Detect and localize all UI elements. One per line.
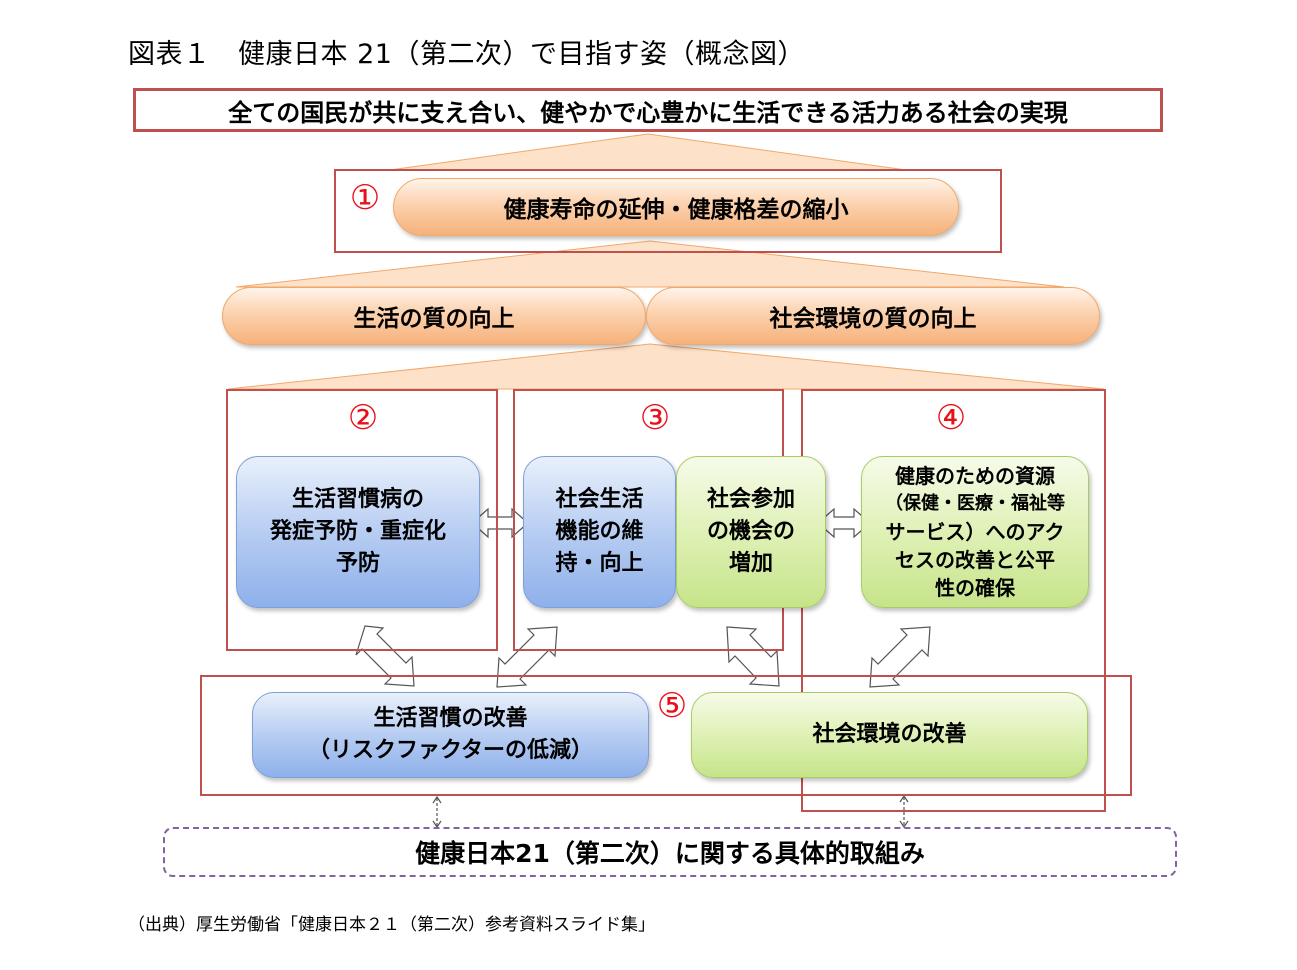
vision-box: 全ての国民が共に支え合い、健やかで心豊かに生活できる活力ある社会の実現 <box>133 88 1163 132</box>
level1-number: ① <box>349 178 381 218</box>
box-line: 健康のための資源 <box>895 464 1055 488</box>
box-line: セスの改善と公平 <box>895 548 1055 572</box>
box-line: 機能の維 <box>555 519 644 544</box>
section5-number: ⑤ <box>656 686 688 726</box>
social-environment-pill: 社会環境の質の向上 <box>646 287 1100 345</box>
box-line: 社会生活 <box>555 487 644 512</box>
figure-title: 図表１ 健康日本 21（第二次）で目指す姿（概念図） <box>128 39 805 70</box>
trapezoid-connector-low <box>227 343 1105 390</box>
social-environment-improvement-box: 社会環境の改善 <box>691 692 1088 778</box>
box-line: 持・向上 <box>555 551 644 576</box>
box-line: 生活習慣の改善 <box>373 706 528 731</box>
section2-frame <box>226 389 498 651</box>
diag-arrow-a <box>355 625 415 687</box>
box-line: 増加 <box>728 551 773 576</box>
level1-frame <box>334 169 1002 253</box>
box-line: （保健・医療・福祉等 <box>885 493 1065 514</box>
diag-arrow-b <box>496 626 558 688</box>
social-participation-box: 社会参加 の機会の 増加 <box>676 456 826 608</box>
diag-arrow-c <box>726 626 780 687</box>
source-note: （出典）厚生労働省「健康日本２１（第二次）参考資料スライド集」 <box>128 915 655 935</box>
box-line: （リスクファクターの低減） <box>307 738 594 763</box>
box-line: の機会の <box>706 519 795 544</box>
box-line: 発症予防・重症化 <box>269 519 446 544</box>
lifestyle-improvement-box: 生活習慣の改善 （リスクファクターの低減） <box>252 692 649 778</box>
level1-pill: 健康寿命の延伸・健康格差の縮小 <box>393 178 959 236</box>
box-line: 性の確保 <box>935 576 1015 600</box>
box-line: サービス）へのアク <box>885 520 1065 544</box>
small-connector-left <box>432 795 442 829</box>
box-line: 社会参加 <box>706 487 795 512</box>
concrete-initiatives-box: 健康日本21（第二次）に関する具体的取組み <box>163 827 1177 877</box>
box-line: 予防 <box>335 551 380 576</box>
section2-number: ② <box>347 398 379 438</box>
section5-frame <box>200 675 1132 796</box>
trapezoid-connector-top <box>389 133 907 171</box>
box-line: 生活習慣病の <box>291 487 424 512</box>
quality-of-life-pill: 生活の質の向上 <box>222 287 646 345</box>
social-function-box: 社会生活 機能の維 持・向上 <box>523 456 676 608</box>
lifestyle-disease-prevention-box: 生活習慣病の 発症予防・重症化 予防 <box>236 456 480 608</box>
section3-number: ③ <box>639 398 671 438</box>
trapezoid-connector-mid <box>235 240 1065 288</box>
health-resources-access-box: 健康のための資源 （保健・医療・福祉等 サービス）へのアク セスの改善と公平 性… <box>861 456 1089 608</box>
section4-number: ④ <box>935 398 967 438</box>
diag-arrow-d <box>869 626 931 688</box>
